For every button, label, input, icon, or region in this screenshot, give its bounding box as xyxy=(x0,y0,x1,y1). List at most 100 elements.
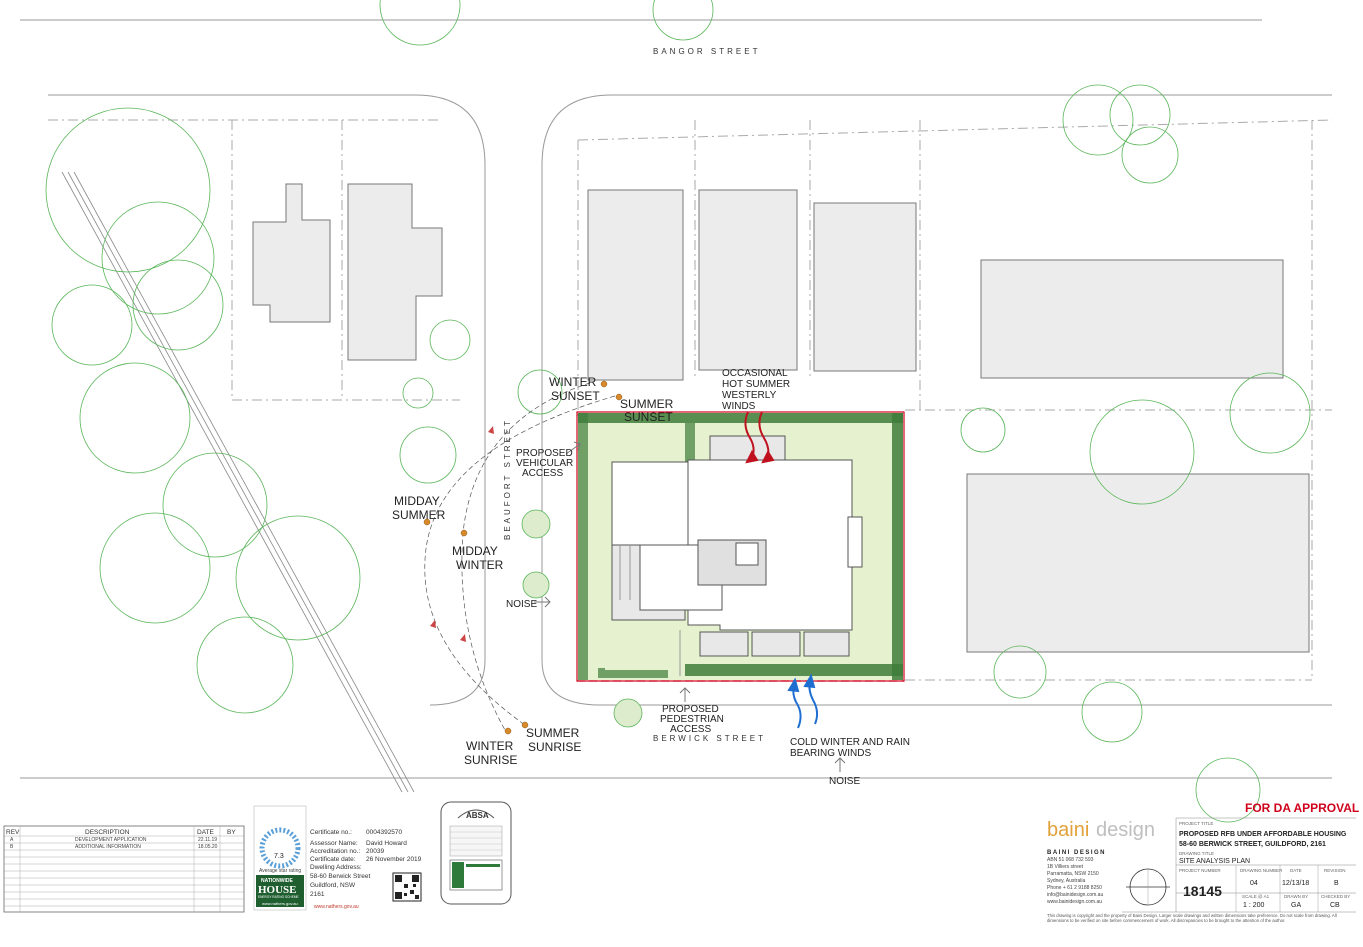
company-line-2: Parramatta, NSW 2150 xyxy=(1047,871,1099,877)
cert-value-0: 0004392570 xyxy=(366,829,403,836)
winter-sunrise-line2: SUNRISE xyxy=(464,753,517,767)
company-line-3: Sydney, Australia xyxy=(1047,878,1085,884)
absa-logo-text: ABSA xyxy=(466,811,489,820)
cert-address-2: 2161 xyxy=(310,891,325,898)
cert-address-1: Guildford, NSW xyxy=(310,882,356,889)
cert-address-0: 58-60 Berwick Street xyxy=(310,873,371,880)
company-line-4: Phone + 61 2 9188 8250 xyxy=(1047,885,1102,891)
cert-label-3: Certificate date: xyxy=(310,856,356,863)
cert-label-2: Accreditation no.: xyxy=(310,848,360,855)
cert-value-2: 20039 xyxy=(366,848,384,855)
nathers-badge-line1: NATIONWIDE xyxy=(261,878,294,884)
rev-header-desc: DESCRIPTION xyxy=(85,829,130,836)
hot-winds-line2: HOT SUMMER xyxy=(722,379,790,390)
sun-path-arrows xyxy=(430,426,494,642)
noise-south-label: NOISE xyxy=(829,776,860,787)
company-line-0: ABN 51 068 732 593 xyxy=(1047,857,1094,863)
beaufort-street-label: BEAUFORT STREET xyxy=(503,418,512,540)
rev-row-1-desc: ADDITIONAL INFORMATION xyxy=(75,844,141,850)
cert-value-1: David Howard xyxy=(366,840,407,847)
sun-labels: WINTER SUNSET SUMMER SUNSET MIDDAY SUMME… xyxy=(392,375,674,767)
winter-sunset-marker xyxy=(600,380,608,388)
rev-row-0-rev: A xyxy=(10,837,14,843)
berwick-street-label: BERWICK STREET xyxy=(653,734,766,743)
drawing-number-label: DRAWING NUMBER xyxy=(1240,868,1283,873)
drawn-by-value: GA xyxy=(1291,902,1301,909)
rev-header-date: DATE xyxy=(197,829,215,836)
title-block: FOR DA APPROVAL baini design BAINI DESIG… xyxy=(1047,801,1359,913)
summer-sunrise-line1: SUMMER xyxy=(526,726,580,740)
drawing-title-label: DRAWING TITLE xyxy=(1179,851,1214,856)
company-name: BAINI DESIGN xyxy=(1047,850,1106,856)
cold-winds-line2: BEARING WINDS xyxy=(790,748,871,759)
hot-winds-line3: WESTERLY xyxy=(722,390,777,401)
summer-sunrise-marker xyxy=(521,721,529,729)
rev-row-1-date: 18.05.20 xyxy=(198,844,218,850)
cold-winds-line1: COLD WINTER AND RAIN xyxy=(790,737,910,748)
company-line-5: info@bainidesign.com.au xyxy=(1047,892,1103,898)
midday-winter-line1: MIDDAY xyxy=(452,544,498,558)
access-arrows xyxy=(534,441,846,772)
revision-table: REV DESCRIPTION DATE BY A DEVELOPMENT AP… xyxy=(3,825,245,913)
cert-label-4: Dwelling Address: xyxy=(310,864,362,871)
nathers-badge-line2: HOUSE xyxy=(258,884,297,896)
winter-sunrise-line1: WINTER xyxy=(466,739,514,753)
cert-label-1: Assessor Name: xyxy=(310,840,358,847)
qr-code-icon xyxy=(392,872,422,902)
company-logo-a: baini xyxy=(1047,819,1089,841)
summer-sunset-marker xyxy=(615,393,623,401)
north-point-icon xyxy=(1126,868,1170,906)
vehicular-access-line2: VEHICULAR xyxy=(516,458,573,469)
hot-winds-line4: WINDS xyxy=(722,401,756,412)
winter-sunset-line2: SUNSET xyxy=(551,389,600,403)
project-number: 18145 xyxy=(1183,883,1222,899)
sun-markers xyxy=(423,380,623,735)
midday-summer-line1: MIDDAY xyxy=(394,494,440,508)
cert-value-3: 26 November 2019 xyxy=(366,856,422,863)
scale-value: 1 : 200 xyxy=(1243,902,1265,909)
nathers-badge-line3: ENERGY RATING SCHEME xyxy=(258,895,299,899)
date-label: DATE xyxy=(1290,868,1302,873)
nathers-badge-url: www.nathers.gov.au xyxy=(262,901,298,906)
scale-label: SCALE @ A1 xyxy=(1242,894,1270,899)
bangor-street-label: BANGOR STREET xyxy=(653,47,760,56)
vehicular-access-line3: ACCESS xyxy=(522,468,563,479)
cold-wind-arrows xyxy=(787,673,819,729)
rev-header-by: BY xyxy=(227,829,236,836)
lot-boundaries xyxy=(48,119,1333,681)
drawing-title: SITE ANALYSIS PLAN xyxy=(1179,858,1250,865)
vehicular-access-line1: PROPOSED xyxy=(516,448,573,459)
pedestrian-access-line2: PEDESTRIAN xyxy=(660,714,724,725)
checked-by-value: CB xyxy=(1330,902,1340,909)
pedestrian-access-line3: ACCESS xyxy=(670,724,711,735)
absa-badge: ABSA xyxy=(440,801,512,905)
hot-winds-line1: OCCASIONAL xyxy=(722,368,788,379)
winter-sunset-line1: WINTER xyxy=(549,375,597,389)
rev-header-rev: REV xyxy=(6,829,20,836)
company-line-6: www.bainidesign.com.au xyxy=(1047,899,1102,905)
cert-label-0: Certificate no.: xyxy=(310,829,352,836)
for-da-approval-label: FOR DA APPROVAL xyxy=(1245,801,1359,815)
midday-summer-marker xyxy=(423,518,431,526)
project-number-label: PROJECT NUMBER xyxy=(1179,868,1221,873)
star-rating-value: 7.3 xyxy=(274,853,284,860)
midday-summer-line2: SUMMER xyxy=(392,508,446,522)
revision-label: REVISION xyxy=(1324,868,1346,873)
hot-wind-arrows xyxy=(744,411,775,464)
rail-lines xyxy=(61,171,415,793)
trees xyxy=(45,0,1311,823)
drawing-number: 04 xyxy=(1250,880,1258,887)
summer-sunset-line2: SUNSET xyxy=(624,410,673,424)
rev-row-0-desc: DEVELOPMENT APPLICATION xyxy=(75,837,147,843)
proposed-building xyxy=(611,435,863,676)
pedestrian-access-line1: PROPOSED xyxy=(662,704,719,715)
date-value: 12/13/18 xyxy=(1282,880,1309,887)
midday-winter-marker xyxy=(460,529,468,537)
rev-row-0-date: 22.11.19 xyxy=(198,837,217,843)
summer-sunset-line1: SUMMER xyxy=(620,397,674,411)
summer-sunrise-line2: SUNRISE xyxy=(528,740,581,754)
drawn-by-label: DRAWN BY xyxy=(1284,894,1308,899)
winter-sunrise-marker xyxy=(504,727,512,735)
noise-west-label: NOISE xyxy=(506,599,537,610)
